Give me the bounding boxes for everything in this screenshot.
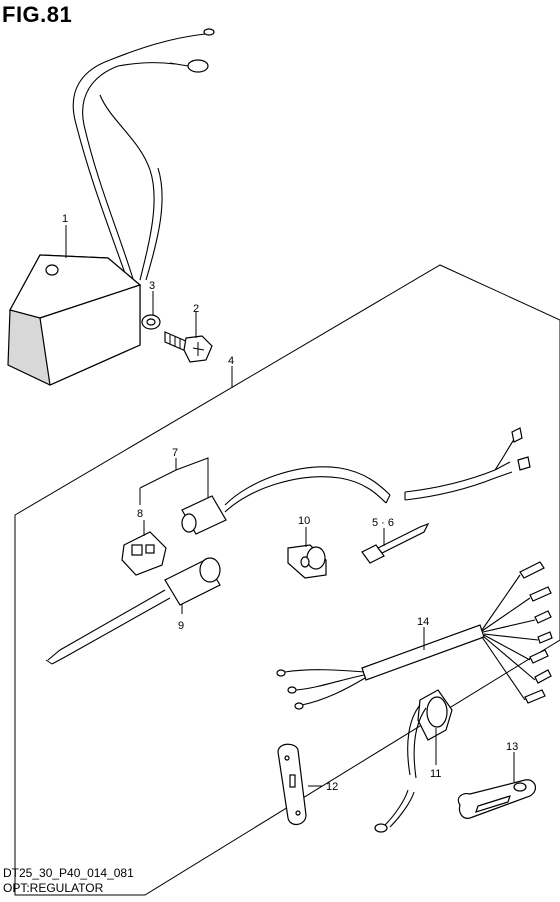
figure-title: FIG.81	[2, 2, 73, 27]
part-washer[interactable]	[141, 314, 161, 330]
part-switch[interactable]	[374, 689, 453, 833]
callout-2: 2	[193, 303, 199, 315]
callout-10: 10	[298, 515, 310, 527]
callout-1: 1	[62, 213, 68, 225]
part-wiring-harness[interactable]	[276, 561, 553, 710]
part-plate[interactable]	[277, 743, 307, 825]
callout-4: 4	[228, 355, 234, 367]
kit-panel	[14, 264, 560, 896]
leader-lines	[65, 225, 515, 787]
part-grommet[interactable]	[287, 544, 327, 579]
part-connector-harness[interactable]	[181, 427, 531, 535]
callout-8: 8	[137, 508, 143, 520]
figure-name: OPT:REGULATOR	[3, 881, 104, 895]
part-bracket[interactable]	[457, 779, 537, 819]
callout-3: 3	[149, 280, 155, 292]
part-cable-tie[interactable]	[361, 522, 430, 564]
callout-14: 14	[417, 616, 429, 628]
part-regulator[interactable]	[7, 28, 215, 386]
figure-code: DT25_30_P40_014_081	[3, 866, 134, 880]
callout-9: 9	[178, 620, 184, 632]
callout-5-6: 5 · 6	[372, 517, 394, 529]
part-connector-lead[interactable]	[45, 557, 221, 665]
callout-11: 11	[430, 768, 441, 780]
callout-12: 12	[326, 781, 338, 793]
part-socket[interactable]	[121, 531, 167, 576]
callout-13: 13	[506, 741, 518, 753]
part-bolt[interactable]	[164, 331, 213, 363]
callout-7: 7	[172, 447, 178, 459]
